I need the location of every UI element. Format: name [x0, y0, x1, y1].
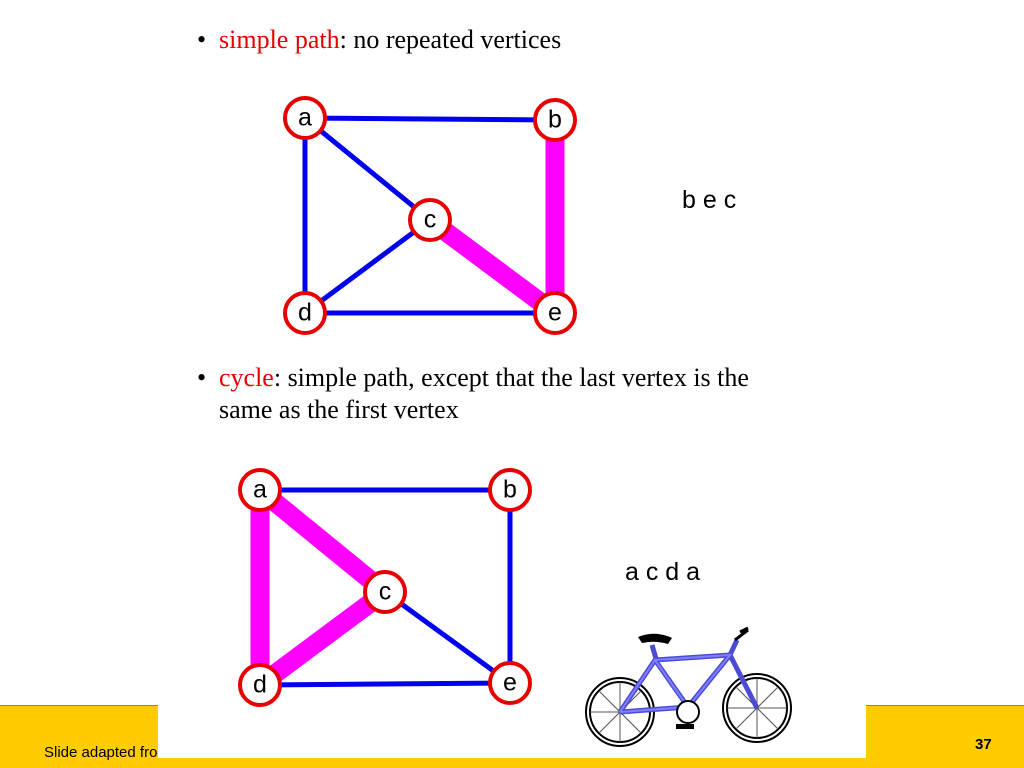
graph2-edge-c-d-highlighted	[254, 584, 391, 693]
graph2-node-label-e: e	[503, 669, 517, 697]
graph2-node-d: d	[238, 663, 282, 707]
graph1-node-d: d	[283, 291, 327, 335]
term-simple-path: simple path	[219, 25, 340, 54]
graph2-node-b: b	[488, 468, 532, 512]
graph2-node-label-b: b	[503, 476, 517, 504]
graph1-node-b: b	[533, 98, 577, 142]
path-label-simple: b e c	[682, 186, 737, 214]
graph2-node-c: c	[363, 570, 407, 614]
illustration-panel	[158, 700, 866, 758]
graph2-node-label-d: d	[253, 671, 267, 699]
bullet-simple-path: •simple path: no repeated vertices	[197, 25, 562, 54]
graph1-node-label-b: b	[548, 106, 562, 134]
term-cycle: cycle	[219, 363, 274, 392]
bullet-cycle: •cycle: simple path, except that the las…	[197, 362, 877, 426]
graph1-edge-c-d	[303, 217, 432, 316]
graph2-node-e: e	[488, 661, 532, 705]
graph1-edge-c-e-highlighted	[424, 212, 561, 321]
definition-simple-path: : no repeated vertices	[339, 25, 562, 54]
graph1-edge-a-c	[303, 116, 432, 222]
slide-number: 37	[975, 736, 992, 753]
graph1-node-label-e: e	[548, 299, 562, 327]
graph2-node-a: a	[238, 468, 282, 512]
definition-cycle-line2: same as the first vertex	[219, 395, 459, 424]
graph1-node-a: a	[283, 96, 327, 140]
graph1-node-label-c: c	[424, 206, 437, 234]
graph1-node-c: c	[408, 198, 452, 242]
graph1-node-label-d: d	[298, 299, 312, 327]
definition-cycle-line1: : simple path, except that the last vert…	[273, 363, 749, 392]
graph2-node-label-a: a	[253, 476, 267, 504]
graph1-node-label-a: a	[298, 104, 312, 132]
graph1-edge-a-b	[304, 115, 556, 123]
graph2-node-label-c: c	[379, 578, 392, 606]
graph2-edge-d-e	[259, 680, 511, 688]
path-label-cycle: a c d a	[625, 558, 701, 586]
graph2-edge-a-c-highlighted	[253, 482, 392, 600]
graph1-node-e: e	[533, 291, 577, 335]
graph2-edge-c-e	[383, 589, 512, 686]
